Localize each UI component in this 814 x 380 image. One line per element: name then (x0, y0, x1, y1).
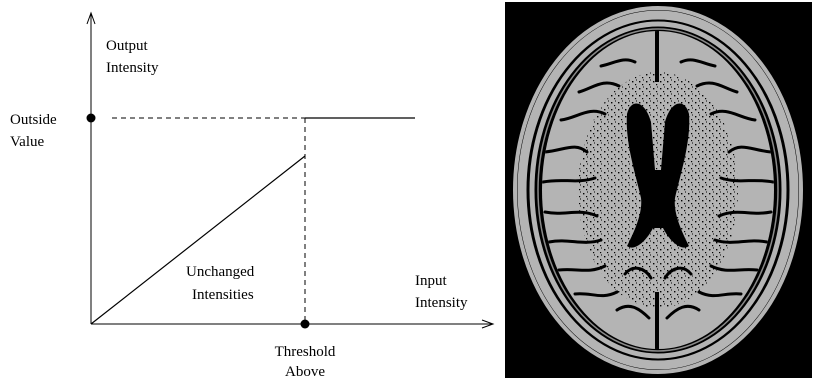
threshold-above-diagram: Output Intensity Outside Value Unchanged… (0, 0, 500, 380)
outside-value-label-line1: Outside (10, 112, 57, 128)
threshold-label-line2: Above (285, 364, 325, 380)
threshold-label-line1: Threshold (275, 344, 336, 360)
x-axis-label-line1: Input (415, 273, 447, 289)
region-label-line1: Unchanged (186, 264, 255, 280)
outside-value-marker (87, 114, 96, 123)
x-axis-label-line2: Intensity (415, 295, 468, 311)
outside-value-label-line2: Value (10, 134, 44, 150)
threshold-marker (301, 320, 310, 329)
y-axis-label-line1: Output (106, 38, 149, 54)
y-axis-label-line2: Intensity (106, 60, 159, 76)
region-label-line2: Intensities (192, 287, 254, 303)
thresholded-brain-mri-image (505, 2, 812, 378)
